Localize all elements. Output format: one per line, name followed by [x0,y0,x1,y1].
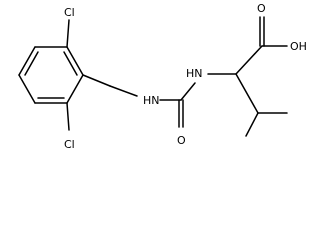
carbonyl-oxygen-label: O [177,134,186,147]
ring-bond [66,46,84,76]
ring-double-bond [24,51,39,76]
chlorine-label-bottom: Cl [64,138,75,151]
bond-ch2-nh [109,85,138,97]
acid-oxygen-label: O [257,2,266,15]
chlorine-label-top: Cl [64,6,75,19]
bond-ring-ch2 [82,74,111,87]
nh-label-alpha: HN [186,67,203,80]
bond-c-cl-top [66,19,70,48]
bond-ch-methyl-left [245,112,259,137]
chemical-structure-diagram: Cl Cl HN O HN O OH [18,2,307,151]
bond-alpha-carboxyl [235,45,263,75]
nh-label-benzyl: HN [143,94,160,107]
benzene-ring [18,46,84,104]
bond-c-cl-bottom [66,102,70,131]
ring-bond [18,46,36,76]
ring-double-bond [63,51,78,76]
ring-bond [66,74,84,104]
bond-carbonyl-nh [180,82,196,101]
hydroxyl-label: OH [290,40,307,53]
ring-bond [18,74,36,104]
bond-alpha-ch [235,73,259,114]
